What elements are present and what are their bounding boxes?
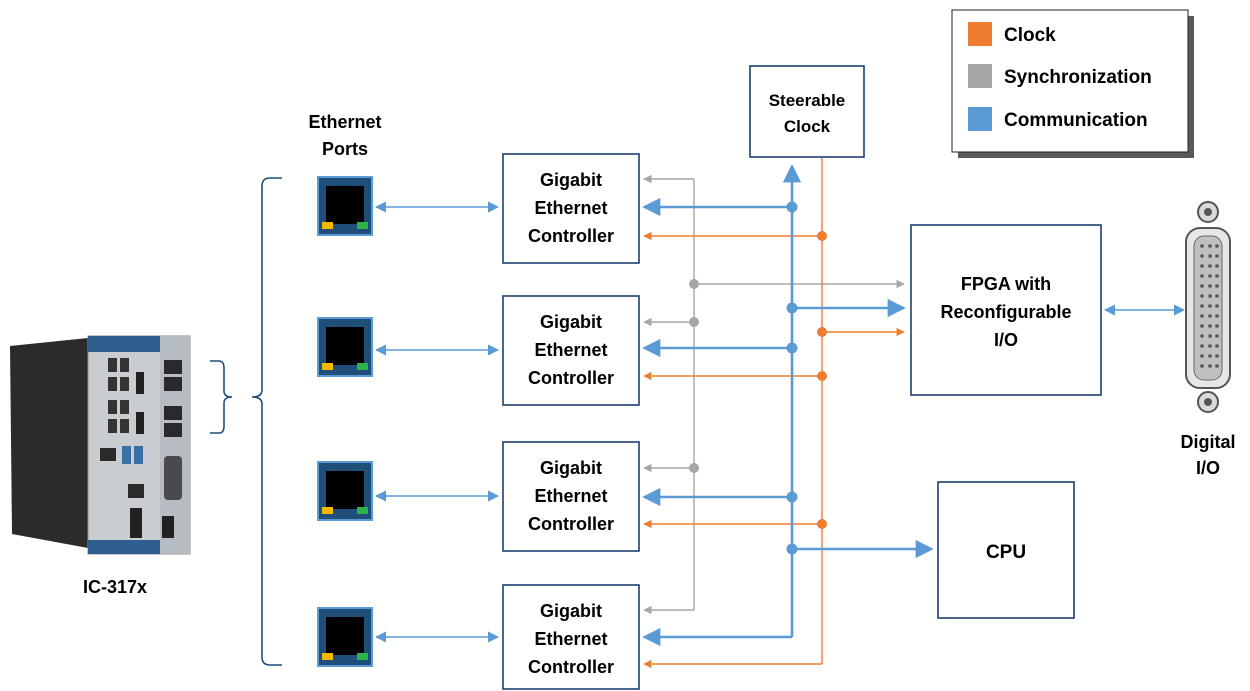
legend-swatch-communication	[968, 107, 992, 131]
legend-swatch-synchronization	[968, 64, 992, 88]
clock-bus	[643, 158, 905, 669]
digital-io-label-line2: I/O	[1196, 458, 1220, 478]
ethernet-port-icon	[317, 461, 373, 521]
controller-box: Gigabit Ethernet Controller	[502, 441, 640, 552]
svg-text:Controller: Controller	[528, 226, 614, 246]
ports-heading-line2: Ports	[322, 139, 368, 159]
communication-bus	[642, 164, 934, 647]
svg-text:CPU: CPU	[986, 542, 1026, 563]
digital-io-label-line1: Digital	[1180, 432, 1235, 452]
svg-text:Steerable: Steerable	[769, 91, 846, 110]
svg-text:Gigabit: Gigabit	[540, 170, 602, 190]
svg-text:Reconfigurable: Reconfigurable	[940, 302, 1071, 322]
legend-item-clock: Clock	[968, 22, 1056, 46]
controller-box: Gigabit Ethernet Controller	[502, 584, 640, 690]
legend: Clock Synchronization Communication	[951, 9, 1194, 158]
controller-box: Gigabit Ethernet Controller	[502, 295, 640, 406]
svg-text:Gigabit: Gigabit	[540, 458, 602, 478]
svg-text:Controller: Controller	[528, 514, 614, 534]
controller-box: Gigabit Ethernet Controller	[502, 153, 640, 264]
svg-text:Ethernet: Ethernet	[534, 340, 607, 360]
svg-text:FPGA with: FPGA with	[961, 274, 1051, 294]
ethernet-port-icon	[317, 607, 373, 667]
svg-text:Ethernet: Ethernet	[534, 486, 607, 506]
ethernet-port-icon	[317, 317, 373, 377]
db-connector-icon	[1185, 201, 1231, 413]
svg-text:Ethernet: Ethernet	[534, 198, 607, 218]
legend-label-communication: Communication	[1004, 110, 1148, 131]
svg-text:Gigabit: Gigabit	[540, 312, 602, 332]
svg-text:Controller: Controller	[528, 657, 614, 677]
legend-swatch-clock	[968, 22, 992, 46]
device-image	[10, 335, 191, 555]
svg-text:I/O: I/O	[994, 330, 1018, 350]
legend-item-synchronization: Synchronization	[968, 64, 1152, 88]
sync-bus	[643, 174, 905, 615]
ethernet-port-icon	[317, 176, 373, 236]
svg-text:Clock: Clock	[784, 117, 831, 136]
device-label: IC-317x	[83, 577, 147, 597]
legend-label-synchronization: Synchronization	[1004, 67, 1152, 88]
fpga-box: FPGA with Reconfigurable I/O	[910, 224, 1102, 396]
legend-item-communication: Communication	[968, 107, 1148, 131]
svg-text:Gigabit: Gigabit	[540, 601, 602, 621]
device-bracket	[210, 360, 233, 434]
svg-text:Controller: Controller	[528, 368, 614, 388]
svg-text:Ethernet: Ethernet	[534, 629, 607, 649]
ports-bracket	[251, 177, 282, 666]
ports-heading-line1: Ethernet	[308, 112, 381, 132]
legend-label-clock: Clock	[1004, 25, 1056, 46]
steerable-clock-box: Steerable Clock	[749, 65, 865, 158]
cpu-box: CPU	[937, 481, 1075, 619]
